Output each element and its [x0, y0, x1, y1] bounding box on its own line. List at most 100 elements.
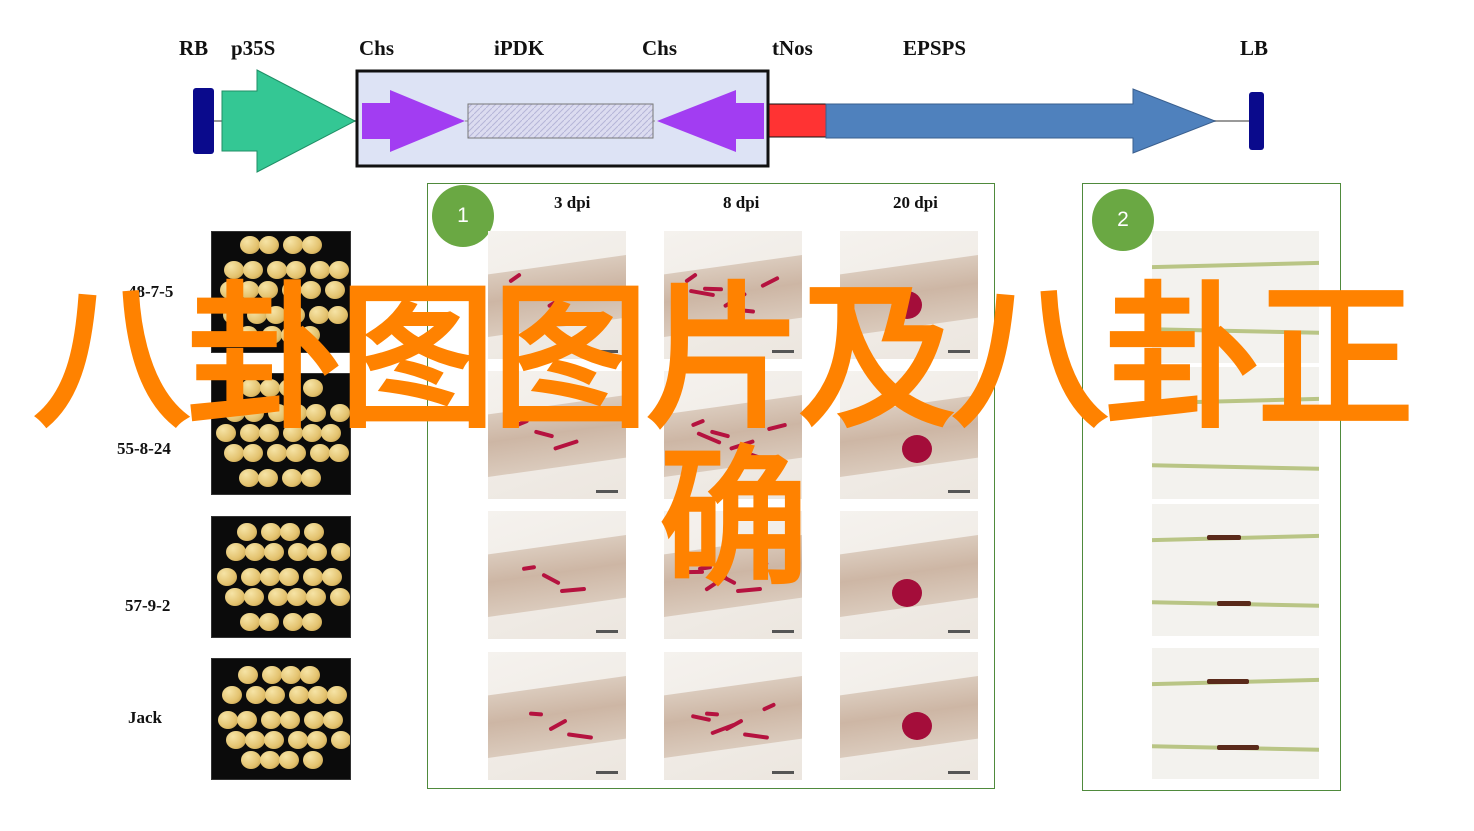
root-lesion	[1207, 535, 1241, 540]
seed	[226, 731, 246, 749]
micrograph	[488, 511, 626, 639]
seed	[266, 306, 286, 324]
seed	[303, 751, 323, 769]
scale-bar	[772, 630, 794, 633]
dpi-label-20: 20 dpi	[893, 193, 938, 212]
seed	[245, 543, 265, 561]
root-section	[664, 673, 802, 761]
seed	[330, 404, 350, 422]
scale-bar	[948, 350, 970, 353]
seed	[283, 613, 303, 631]
root-lesion	[1217, 601, 1251, 606]
seed	[327, 686, 347, 704]
seed	[286, 444, 306, 462]
rb-border	[193, 88, 214, 154]
root-lesion	[1207, 679, 1249, 684]
seed	[217, 568, 237, 586]
root-lesion	[1217, 745, 1259, 750]
seed	[268, 588, 288, 606]
label-ipdk: iPDK	[494, 36, 545, 60]
seed	[280, 523, 300, 541]
seed	[220, 281, 240, 299]
seed	[240, 424, 260, 442]
seed	[258, 469, 278, 487]
seed	[304, 711, 324, 729]
seed	[306, 404, 326, 422]
seed	[285, 306, 305, 324]
seed	[245, 731, 265, 749]
seed	[279, 379, 299, 397]
seed	[303, 568, 323, 586]
line-label-4: Jack	[128, 708, 162, 727]
seed	[224, 444, 244, 462]
dpi-label-3: 3 dpi	[554, 193, 591, 212]
scale-bar	[596, 350, 618, 353]
seed	[222, 686, 242, 704]
seed	[281, 666, 301, 684]
seed	[262, 666, 282, 684]
label-tnos: tNos	[772, 36, 813, 60]
line-label-3: 57-9-2	[125, 596, 171, 615]
seed	[268, 404, 288, 422]
overlay-title-line-1: 八卦图图片及八卦正	[33, 268, 1414, 451]
micrograph	[488, 652, 626, 780]
seed	[282, 469, 302, 487]
seed	[218, 711, 238, 729]
micrograph	[840, 371, 978, 499]
seed	[300, 666, 320, 684]
seed	[302, 424, 322, 442]
label-chs-right: Chs	[642, 36, 678, 60]
seed	[281, 326, 301, 344]
micrograph	[840, 511, 978, 639]
seedling-photo	[1152, 231, 1319, 363]
gall-stain	[892, 579, 922, 607]
seed	[306, 588, 326, 606]
label-p35s: p35S	[231, 36, 276, 60]
seed	[304, 523, 324, 541]
seed	[282, 281, 302, 299]
seedling-photo	[1152, 504, 1319, 636]
seed	[226, 543, 246, 561]
seed	[264, 543, 284, 561]
label-rb: RB	[179, 36, 209, 60]
scale-bar	[772, 490, 794, 493]
micrograph	[664, 371, 802, 499]
seed	[302, 613, 322, 631]
seed	[331, 731, 350, 749]
panel-1-badge: 1	[432, 185, 494, 247]
gall-stain	[892, 291, 922, 319]
seed	[259, 236, 279, 254]
seed	[331, 543, 350, 561]
seed	[259, 613, 279, 631]
p35s-arrow	[221, 69, 357, 173]
seed	[238, 666, 258, 684]
seed	[283, 236, 303, 254]
seed	[238, 326, 258, 344]
seed	[224, 261, 244, 279]
gall-stain	[902, 435, 932, 463]
seed	[309, 306, 329, 324]
dpi-label-8: 8 dpi	[723, 193, 760, 212]
seed	[310, 444, 330, 462]
seedling-photo	[1152, 648, 1319, 779]
seed	[243, 261, 263, 279]
scale-bar	[948, 771, 970, 774]
seed	[260, 379, 280, 397]
seed	[239, 281, 259, 299]
seed	[287, 404, 307, 422]
line-label-1: 48-7-5	[128, 282, 174, 301]
seed	[241, 751, 261, 769]
seed-photo-48-7-5	[211, 231, 351, 353]
seed	[322, 568, 342, 586]
seed	[307, 543, 327, 561]
micrograph	[840, 231, 978, 359]
seed	[237, 523, 257, 541]
panel-2-badge: 2	[1092, 189, 1154, 251]
scale-bar	[948, 490, 970, 493]
seed	[216, 424, 236, 442]
scale-bar	[948, 630, 970, 633]
root-section	[488, 673, 626, 761]
ipdk-block	[467, 103, 654, 139]
seed	[287, 588, 307, 606]
seed	[244, 404, 264, 422]
